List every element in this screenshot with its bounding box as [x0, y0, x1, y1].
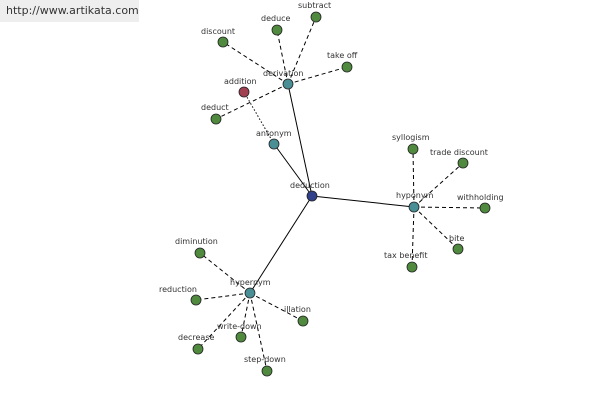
label-deduce[interactable]: deduce	[261, 14, 291, 23]
node-decrease[interactable]	[192, 343, 204, 355]
node-deduce[interactable]	[271, 24, 283, 36]
node-subtract[interactable]	[310, 11, 322, 23]
label-trade-discount[interactable]: trade discount	[430, 148, 488, 157]
label-write-down[interactable]: write-down	[217, 322, 262, 331]
node-deduct[interactable]	[210, 113, 222, 125]
edge-derivation-discount	[222, 41, 289, 85]
node-discount[interactable]	[217, 36, 229, 48]
edge-hyponym-trade-discount	[413, 162, 464, 208]
node-trade-discount[interactable]	[457, 157, 469, 169]
edge-hypernym-reduction	[195, 292, 251, 301]
node-hyponym[interactable]	[408, 201, 420, 213]
node-illation[interactable]	[297, 315, 309, 327]
label-illation[interactable]: illation	[284, 305, 311, 314]
label-diminution[interactable]: diminution	[175, 237, 218, 246]
edge-hypernym-step-down	[249, 292, 268, 372]
edge-hyponym-tax-benefit	[411, 206, 415, 268]
label-hyponym[interactable]: hyponym	[396, 191, 434, 200]
label-syllogism[interactable]: syllogism	[392, 133, 430, 142]
node-tax-benefit[interactable]	[406, 261, 418, 273]
label-antonym[interactable]: antonym	[256, 129, 292, 138]
label-take-off[interactable]: take off	[327, 51, 358, 60]
edge-center-hypernym	[249, 195, 313, 294]
label-reduction[interactable]: reduction	[159, 285, 197, 294]
edge-derivation-deduct	[215, 83, 289, 120]
label-step-down[interactable]: step-down	[244, 355, 286, 364]
label-tax-benefit[interactable]: tax benefit	[384, 251, 427, 260]
label-hypernym[interactable]: hypernym	[230, 278, 271, 287]
edge-center-hyponym	[311, 195, 415, 208]
node-syllogism[interactable]	[407, 143, 419, 155]
node-step-down[interactable]	[261, 365, 273, 377]
label-discount[interactable]: discount	[201, 27, 235, 36]
node-addition[interactable]	[238, 86, 250, 98]
graph-labels: deduction derivation antonym hyponym hyp…	[159, 1, 504, 364]
node-center[interactable]	[306, 190, 318, 202]
edge-hypernym-illation	[249, 292, 304, 322]
node-diminution[interactable]	[194, 247, 206, 259]
label-addition[interactable]: addition	[224, 77, 257, 86]
edge-hyponym-bite	[413, 206, 459, 250]
edge-center-derivation	[287, 83, 313, 197]
label-decrease[interactable]: decrease	[178, 333, 215, 342]
edge-antonym-addition	[243, 91, 275, 145]
edge-derivation-subtract	[287, 16, 317, 85]
edge-hypernym-decrease	[197, 292, 251, 350]
label-subtract[interactable]: subtract	[298, 1, 331, 10]
site-url[interactable]: http://www.artikata.com	[0, 0, 139, 22]
label-deduct[interactable]: deduct	[201, 103, 229, 112]
node-withholding[interactable]	[479, 202, 491, 214]
node-write-down[interactable]	[235, 331, 247, 343]
graph-nodes	[190, 11, 491, 377]
edge-hypernym-diminution	[199, 252, 251, 294]
label-bite[interactable]: bite	[449, 234, 464, 243]
edge-derivation-deduce	[276, 29, 289, 85]
edge-hypernym-write-down	[240, 292, 251, 338]
graph-edges	[195, 16, 486, 372]
node-antonym[interactable]	[268, 138, 280, 150]
label-withholding[interactable]: withholding	[457, 193, 504, 202]
label-derivation[interactable]: derivation	[263, 69, 303, 78]
edge-hyponym-syllogism	[412, 148, 415, 208]
node-hypernym[interactable]	[244, 287, 256, 299]
node-take-off[interactable]	[341, 61, 353, 73]
edge-hyponym-withholding	[413, 206, 486, 209]
node-derivation[interactable]	[282, 78, 294, 90]
node-reduction[interactable]	[190, 294, 202, 306]
edge-derivation-take-off	[287, 66, 348, 85]
edge-center-antonym	[273, 143, 313, 197]
label-center[interactable]: deduction	[290, 181, 330, 190]
node-bite[interactable]	[452, 243, 464, 255]
